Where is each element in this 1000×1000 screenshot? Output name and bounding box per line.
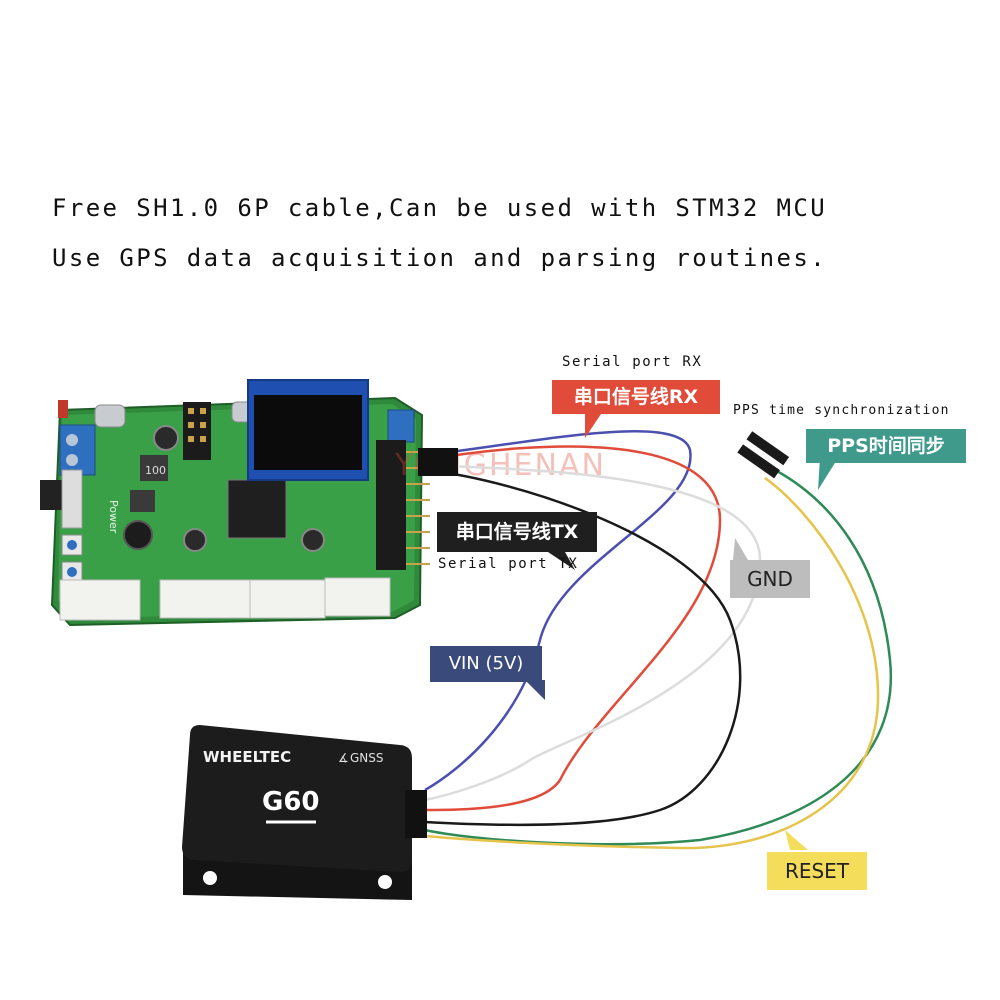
label-rx-english: Serial port RX <box>562 354 703 370</box>
label-tx-english: Serial port TX <box>438 556 579 572</box>
label-pps-chinese: PPS时间同步 <box>806 429 966 463</box>
board-silk-power: Power <box>107 500 120 534</box>
label-gnd: GND <box>730 560 810 598</box>
module-brand: WHEELTEC <box>203 748 291 766</box>
board-silk-100: 100 <box>145 464 166 477</box>
cable-bundle <box>424 430 893 850</box>
label-rx-chinese: 串口信号线RX <box>552 380 720 414</box>
label-vin: VIN (5V) <box>430 646 542 682</box>
board-cable-connector <box>418 448 458 476</box>
controller-board: 100 Power <box>40 379 430 627</box>
label-tx-chinese: 串口信号线TX <box>437 512 597 552</box>
svg-text:∡: ∡ <box>338 751 349 765</box>
caption-line-2: Use GPS data acquisition and parsing rou… <box>52 244 828 272</box>
label-reset: RESET <box>767 852 867 890</box>
caption-line-1: Free SH1.0 6P cable,Can be used with STM… <box>52 194 828 222</box>
module-model: G60 <box>262 787 320 817</box>
label-pps-english: PPS time synchronization <box>733 403 950 418</box>
gnss-module-g60: WHEELTEC ∡ GNSS G60 <box>182 725 427 900</box>
pps-connector <box>737 431 790 479</box>
module-gnss-label: GNSS <box>350 751 384 765</box>
